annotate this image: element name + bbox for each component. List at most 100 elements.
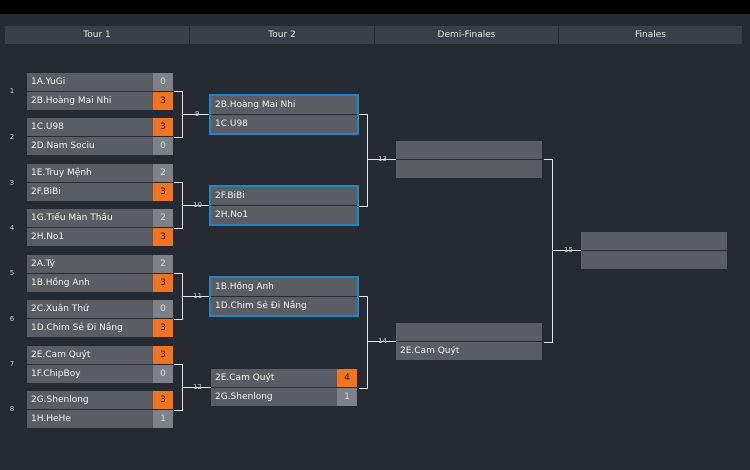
- team-name: 1G.Tiểu Màn Thầu: [31, 213, 113, 223]
- team-name: 2F.BiBi: [31, 187, 61, 197]
- match-card[interactable]: 2B.Hoàng Mai Nhi 1C.U98: [211, 96, 357, 133]
- team-score: 3: [153, 183, 173, 201]
- team-slot[interactable]: 1A.YuGi 0: [27, 73, 173, 91]
- team-score: 2: [153, 209, 173, 227]
- bracket-connector: [174, 182, 183, 229]
- team-score: 0: [153, 365, 173, 383]
- team-slot[interactable]: 2H.No1: [211, 206, 357, 224]
- team-name: 2A.Tý: [31, 259, 56, 269]
- team-score: 3: [153, 391, 173, 409]
- bracket-connector: [359, 296, 368, 389]
- team-score: 0: [153, 300, 173, 318]
- match-card[interactable]: [581, 232, 727, 269]
- team-slot[interactable]: [396, 323, 542, 341]
- team-name: 2H.No1: [31, 232, 65, 242]
- bracket-connector: [368, 159, 396, 160]
- team-slot[interactable]: 2B.Hoàng Mai Nhi: [211, 96, 357, 114]
- team-name: 2F.BiBi: [215, 191, 245, 201]
- team-score: 3: [153, 118, 173, 136]
- team-slot[interactable]: [581, 232, 727, 250]
- team-score: 0: [153, 73, 173, 91]
- match-number: 12: [193, 383, 202, 391]
- match-card[interactable]: 2E.Cam Quýt: [396, 323, 542, 360]
- team-slot[interactable]: 1G.Tiểu Màn Thầu 2: [27, 209, 173, 227]
- match-number: 10: [193, 201, 202, 209]
- team-name: 1A.YuGi: [31, 77, 66, 87]
- match-card[interactable]: 2F.BiBi 2H.No1: [211, 187, 357, 224]
- team-slot[interactable]: 2G.Shenlong 1: [211, 388, 357, 406]
- team-name: 1F.ChipBoy: [31, 369, 81, 379]
- team-slot[interactable]: 2H.No1 3: [27, 228, 173, 246]
- team-slot[interactable]: 1C.U98 3: [27, 118, 173, 136]
- bracket-connector: [183, 205, 211, 206]
- match-card[interactable]: 1B.Hồng Anh 1D.Chim Sẻ Đi Nắng: [211, 278, 357, 315]
- bracket-connector: [174, 273, 183, 320]
- seed-number: 1: [9, 87, 15, 95]
- match-card[interactable]: [396, 141, 542, 178]
- team-name: 2E.Cam Quýt: [400, 346, 460, 356]
- bracket-connector: [183, 114, 211, 115]
- bracket-connector: [553, 250, 581, 251]
- team-slot[interactable]: 1D.Chim Sẻ Đi Nắng: [211, 297, 357, 315]
- team-score: 3: [153, 274, 173, 292]
- seed-number: 5: [9, 269, 15, 277]
- team-score: 3: [153, 319, 173, 337]
- match-card[interactable]: 1G.Tiểu Màn Thầu 2 2H.No1 3: [27, 209, 173, 246]
- match-number: 15: [564, 246, 573, 254]
- seed-number: 4: [9, 224, 15, 232]
- bracket-connector: [359, 114, 368, 207]
- team-score: 3: [153, 346, 173, 364]
- team-name: 2H.No1: [215, 210, 249, 220]
- team-slot[interactable]: 2F.BiBi 3: [27, 183, 173, 201]
- round-header-tour-1: Tour 1: [5, 26, 190, 44]
- team-slot[interactable]: [581, 251, 727, 269]
- round-header-tour-2: Tour 2: [190, 26, 375, 44]
- bracket-connector: [544, 159, 553, 343]
- team-name: 1E.Truy Mệnh: [31, 168, 92, 178]
- team-slot[interactable]: [396, 160, 542, 178]
- team-name: 2E.Cam Quýt: [215, 373, 275, 383]
- team-slot[interactable]: 1C.U98: [211, 115, 357, 133]
- team-slot[interactable]: 2G.Shenlong 3: [27, 391, 173, 409]
- team-name: 2G.Shenlong: [31, 395, 89, 405]
- team-name: 1D.Chim Sẻ Đi Nắng: [215, 301, 307, 311]
- team-score: 3: [153, 92, 173, 110]
- team-name: 1C.U98: [31, 122, 64, 132]
- team-slot[interactable]: 2F.BiBi: [211, 187, 357, 205]
- team-slot[interactable]: 1D.Chim Sẻ Đi Nắng 3: [27, 319, 173, 337]
- team-slot[interactable]: 2E.Cam Quýt: [396, 342, 542, 360]
- bracket-connector: [174, 364, 183, 411]
- seed-number: 3: [9, 179, 15, 187]
- team-slot[interactable]: [396, 141, 542, 159]
- team-name: 1D.Chim Sẻ Đi Nắng: [31, 323, 123, 333]
- team-slot[interactable]: 1F.ChipBoy 0: [27, 365, 173, 383]
- seed-number: 2: [9, 133, 15, 141]
- bracket-connector: [174, 91, 183, 138]
- team-name: 2B.Hoàng Mai Nhi: [215, 100, 296, 110]
- team-score: 1: [337, 388, 357, 406]
- team-name: 1C.U98: [215, 119, 248, 129]
- team-score: 3: [153, 228, 173, 246]
- team-name: 2D.Nam Sociu: [31, 141, 95, 151]
- match-number: 14: [378, 337, 387, 345]
- team-slot[interactable]: 1B.Hồng Anh: [211, 278, 357, 296]
- seed-number: 6: [9, 315, 15, 323]
- team-name: 2G.Shenlong: [215, 392, 273, 402]
